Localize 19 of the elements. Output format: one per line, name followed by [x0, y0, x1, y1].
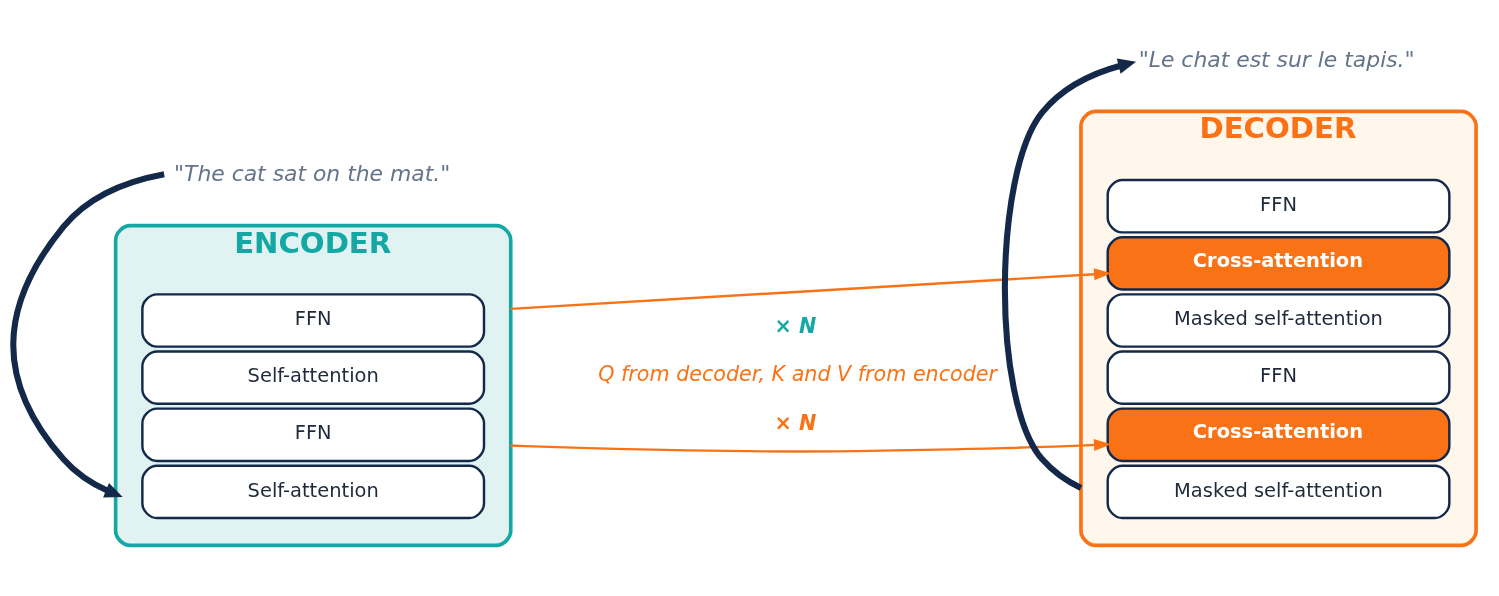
label: × N — [774, 313, 817, 338]
node-box: Masked self-attention — [1106, 464, 1451, 520]
arrow — [510, 268, 1112, 311]
node-text: "Le chat est sur le tapis." — [1138, 46, 1415, 72]
arrow — [10, 171, 165, 498]
node-box: FFN — [141, 293, 486, 348]
node-box: Self-attention — [141, 464, 486, 520]
label: Q from decoder, K and V from encoder — [598, 362, 998, 387]
node-box: FFN — [1106, 350, 1451, 405]
node-box: FFN — [141, 407, 486, 463]
arrow — [1001, 58, 1137, 491]
node-box: Cross-attention — [1106, 407, 1451, 463]
node-box: Masked self-attention — [1106, 293, 1451, 348]
node-box: Cross-attention — [1106, 236, 1451, 291]
arrow — [510, 439, 1111, 453]
node-box: Self-attention — [141, 350, 486, 405]
node-text: "The cat sat on the mat." — [173, 161, 451, 187]
label: × N — [774, 411, 817, 436]
node-box: FFN — [1106, 178, 1451, 234]
